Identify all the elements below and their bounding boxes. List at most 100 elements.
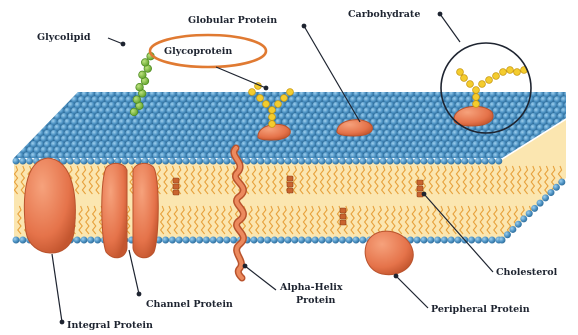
lipid-head xyxy=(183,237,190,244)
lipid-head xyxy=(13,124,20,131)
lipid-head xyxy=(504,231,511,238)
lipid-head xyxy=(10,107,17,114)
sugar-unit xyxy=(473,101,480,108)
lipid-head xyxy=(305,237,312,244)
lipid-head xyxy=(162,158,169,165)
lipid-head xyxy=(26,158,33,165)
lipid-head xyxy=(346,237,353,244)
lipid-head xyxy=(47,102,54,109)
lipid-head xyxy=(169,158,176,165)
lipid-tail xyxy=(541,206,544,234)
lipid-head xyxy=(291,237,298,244)
sugar-unit xyxy=(507,67,514,74)
lipid-head xyxy=(7,113,14,120)
lipid-head xyxy=(230,237,237,244)
lipid-head xyxy=(407,158,414,165)
lipid-head xyxy=(421,237,428,244)
lipid-head xyxy=(526,210,533,217)
lipid-head xyxy=(87,237,94,244)
lipid-head xyxy=(495,158,502,165)
lipid-head xyxy=(37,96,44,103)
lipid-head xyxy=(58,96,65,103)
lipid-head xyxy=(81,237,88,244)
lipid-head xyxy=(489,237,496,244)
label-glycolipid: Glycolipid xyxy=(37,32,91,43)
lipid-head xyxy=(387,158,394,165)
lipid-head xyxy=(20,135,27,142)
lipid-head xyxy=(17,119,24,126)
sugar-unit xyxy=(257,95,264,102)
lipid-head xyxy=(257,158,264,165)
lipid-head xyxy=(475,237,482,244)
lipid-head xyxy=(434,237,441,244)
lipid-head xyxy=(19,158,26,165)
lipid-head xyxy=(24,96,31,103)
lipid-head xyxy=(305,158,312,165)
label-cholesterol: Cholesterol xyxy=(496,267,558,278)
lipid-head xyxy=(51,107,58,114)
lipid-head xyxy=(20,91,27,98)
sugar-unit xyxy=(457,69,464,76)
sugar-unit xyxy=(287,89,294,96)
lipid-head xyxy=(393,158,400,165)
lipid-head xyxy=(542,194,549,201)
integral-protein xyxy=(24,158,75,253)
lipid-head xyxy=(223,237,230,244)
lipid-head xyxy=(27,113,34,120)
lipid-head xyxy=(298,158,305,165)
sugar-unit xyxy=(473,87,480,94)
sugar-unit xyxy=(269,121,276,128)
lipid-head xyxy=(10,141,17,148)
lipid-head xyxy=(27,102,34,109)
lipid-head xyxy=(271,158,278,165)
lipid-head xyxy=(448,237,455,244)
sugar-unit xyxy=(249,89,256,96)
lipid-head xyxy=(13,91,20,98)
lipid-head xyxy=(7,147,14,154)
lipid-head xyxy=(13,135,20,142)
lipid-head xyxy=(162,237,169,244)
lipid-head xyxy=(203,237,210,244)
lipid-head xyxy=(285,158,292,165)
lipid-head xyxy=(54,102,61,109)
lipid-head xyxy=(298,237,305,244)
sugar-unit xyxy=(514,69,521,76)
lipid-head xyxy=(51,96,58,103)
lipid-head xyxy=(34,124,41,131)
lipid-head xyxy=(210,237,217,244)
lipid-head xyxy=(217,237,224,244)
glycolipid-sugar xyxy=(130,108,138,116)
lipid-head xyxy=(537,200,544,207)
lipid-head xyxy=(319,158,326,165)
lipid-head xyxy=(94,237,101,244)
lipid-head xyxy=(346,158,353,165)
lipid-head xyxy=(44,107,51,114)
lipid-head xyxy=(468,158,475,165)
lipid-head xyxy=(291,158,298,165)
lipid-head xyxy=(520,215,527,222)
lipid-head xyxy=(251,237,258,244)
lipid-head xyxy=(20,124,27,131)
lipid-head xyxy=(87,158,94,165)
lipid-head xyxy=(414,158,421,165)
lipid-head xyxy=(34,102,41,109)
lipid-head xyxy=(325,237,332,244)
glycolipid-sugar xyxy=(136,83,144,91)
lipid-head xyxy=(37,107,44,114)
lipid-head xyxy=(400,158,407,165)
label-alpha-helix-line1: Alpha-Helix xyxy=(279,282,343,293)
lipid-head xyxy=(366,158,373,165)
lipid-head xyxy=(217,158,224,165)
lipid-head xyxy=(455,158,462,165)
lipid-head xyxy=(359,237,366,244)
lipid-tail xyxy=(562,206,565,234)
lipid-tail xyxy=(555,206,558,234)
lipid-head xyxy=(564,113,571,120)
lipid-head xyxy=(509,226,516,233)
lipid-head xyxy=(547,189,554,196)
lipid-head xyxy=(10,119,17,126)
lipid-head xyxy=(359,158,366,165)
lipid-head xyxy=(558,179,565,186)
lipid-head xyxy=(30,119,37,126)
lipid-head xyxy=(74,237,81,244)
